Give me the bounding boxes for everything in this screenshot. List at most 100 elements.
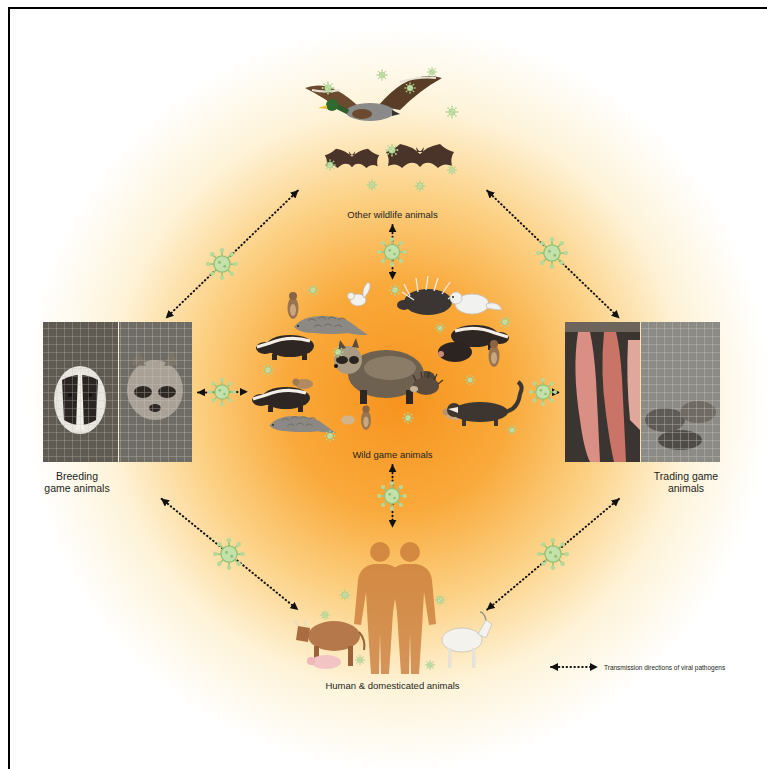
- wild-animals-illustration: [462, 418, 466, 426]
- wild-animals-illustration: [334, 364, 338, 368]
- wild-animals-illustration: [256, 335, 314, 360]
- virus-icon: [446, 106, 459, 119]
- human-figure: [384, 542, 436, 674]
- wild-animals-illustration: [447, 382, 522, 426]
- duck-illustration: [318, 105, 327, 109]
- virus-icon: [435, 323, 445, 333]
- node-label: Other wildlife animals: [347, 209, 437, 222]
- wild-animals-illustration: [361, 406, 371, 430]
- wild-animals-illustration: [360, 390, 367, 404]
- virus-icon: [324, 430, 336, 442]
- wild-animals-illustration: [397, 300, 411, 310]
- transmission-arrow: [166, 191, 298, 318]
- duck-illustration: [400, 78, 436, 83]
- cow-illustration: [296, 626, 310, 642]
- trading-photo: [565, 322, 720, 462]
- virus-icon: [324, 159, 336, 171]
- breeding-photo: [119, 322, 192, 462]
- trading-photo: [641, 322, 720, 462]
- wild-animals-illustration: [288, 292, 299, 319]
- trading-photo: [575, 332, 600, 462]
- virus-icon: [434, 594, 446, 606]
- legend-label: Transmission directions of viral pathoge…: [604, 664, 725, 671]
- node-label: Wild game animals: [352, 449, 432, 462]
- legend-arrow-sample: [548, 661, 600, 673]
- wild-animals-illustration: [341, 416, 355, 425]
- wild-animals-illustration: [397, 276, 458, 315]
- breeding-photo: [119, 322, 192, 462]
- wild-animals-illustration: [348, 293, 355, 300]
- virus-icon: [465, 375, 475, 385]
- virus-icon: [322, 82, 335, 95]
- goat-illustration: [448, 648, 452, 668]
- wild-animals-illustration: [413, 372, 443, 384]
- cow-illustration: [348, 646, 353, 666]
- frame-line: [8, 7, 767, 9]
- wild-animals-illustration: [404, 289, 452, 315]
- wild-animals-illustration: [413, 377, 439, 395]
- duck-illustration: [392, 110, 400, 116]
- virus-icon: [262, 364, 274, 376]
- breeding-photo: [43, 322, 118, 462]
- wild-animals-illustration: [504, 382, 522, 412]
- orange-glow: [26, 26, 767, 769]
- virus-icon: [427, 67, 437, 77]
- goat-illustration: [472, 648, 476, 668]
- wild-animals-illustration: [363, 282, 370, 298]
- virus-icon: [536, 237, 568, 269]
- trading-photo: [627, 340, 640, 430]
- virus-icon: [206, 67, 569, 670]
- frame-line: [8, 8, 10, 769]
- image-group-node: Other wildlife animals: [300, 70, 485, 222]
- wild-animals-illustration: [364, 356, 416, 380]
- legend-item: Transmission directions of viral pathoge…: [548, 661, 725, 673]
- wild-animals-illustration: [293, 379, 300, 386]
- wild-animals-illustration: [269, 416, 336, 433]
- wild-animals-illustration: [450, 292, 462, 304]
- transmission-arrow: [162, 499, 298, 610]
- wild-animals-illustration: [410, 372, 443, 395]
- bat-illustration: [386, 144, 454, 168]
- virus-icon: [404, 82, 416, 94]
- duck-illustration: [305, 76, 442, 121]
- transmission-arrow: [487, 499, 619, 610]
- wild-animals-illustration: [438, 342, 472, 362]
- virus-icon: [332, 346, 344, 358]
- goat-illustration: [480, 612, 486, 620]
- breeding-photo: [43, 322, 192, 462]
- virus-icon: [307, 284, 319, 296]
- wild-animals-illustration: [402, 276, 458, 300]
- virus-icon: [447, 165, 457, 175]
- goat-illustration: [442, 612, 492, 668]
- wild-animals-illustration: [494, 418, 498, 426]
- virus-icon: [355, 655, 365, 665]
- virus-icon: [386, 144, 399, 157]
- virus-icon: [206, 248, 238, 280]
- legend-arrow-sample: [551, 666, 597, 668]
- human-figure: [354, 542, 436, 674]
- image-group-node: Wild game animals: [250, 282, 535, 462]
- wild-animals-illustration: [252, 387, 310, 412]
- wild-animals-illustration: [447, 403, 461, 417]
- duck-illustration: [378, 76, 442, 110]
- virus-icon: [537, 538, 569, 570]
- breeding-photo: [43, 322, 118, 462]
- pig-illustration: [307, 655, 341, 669]
- transmission-arrow: [487, 191, 619, 318]
- duck-illustration: [336, 106, 348, 112]
- virus-icon: [213, 538, 245, 570]
- pig-illustration: [307, 657, 315, 665]
- node-label: Trading game animals: [652, 470, 720, 497]
- trading-photo: [565, 322, 640, 332]
- node-label: Human & domesticated animals: [325, 680, 459, 693]
- virus-icon: [529, 378, 557, 406]
- wild-animals-illustration: [448, 407, 458, 413]
- wild-animals-illustration: [406, 390, 413, 404]
- virus-icon: [499, 316, 511, 328]
- pig-illustration: [311, 655, 341, 669]
- wild-animals-illustration: [489, 340, 500, 367]
- wild-animals-illustration: [349, 356, 359, 364]
